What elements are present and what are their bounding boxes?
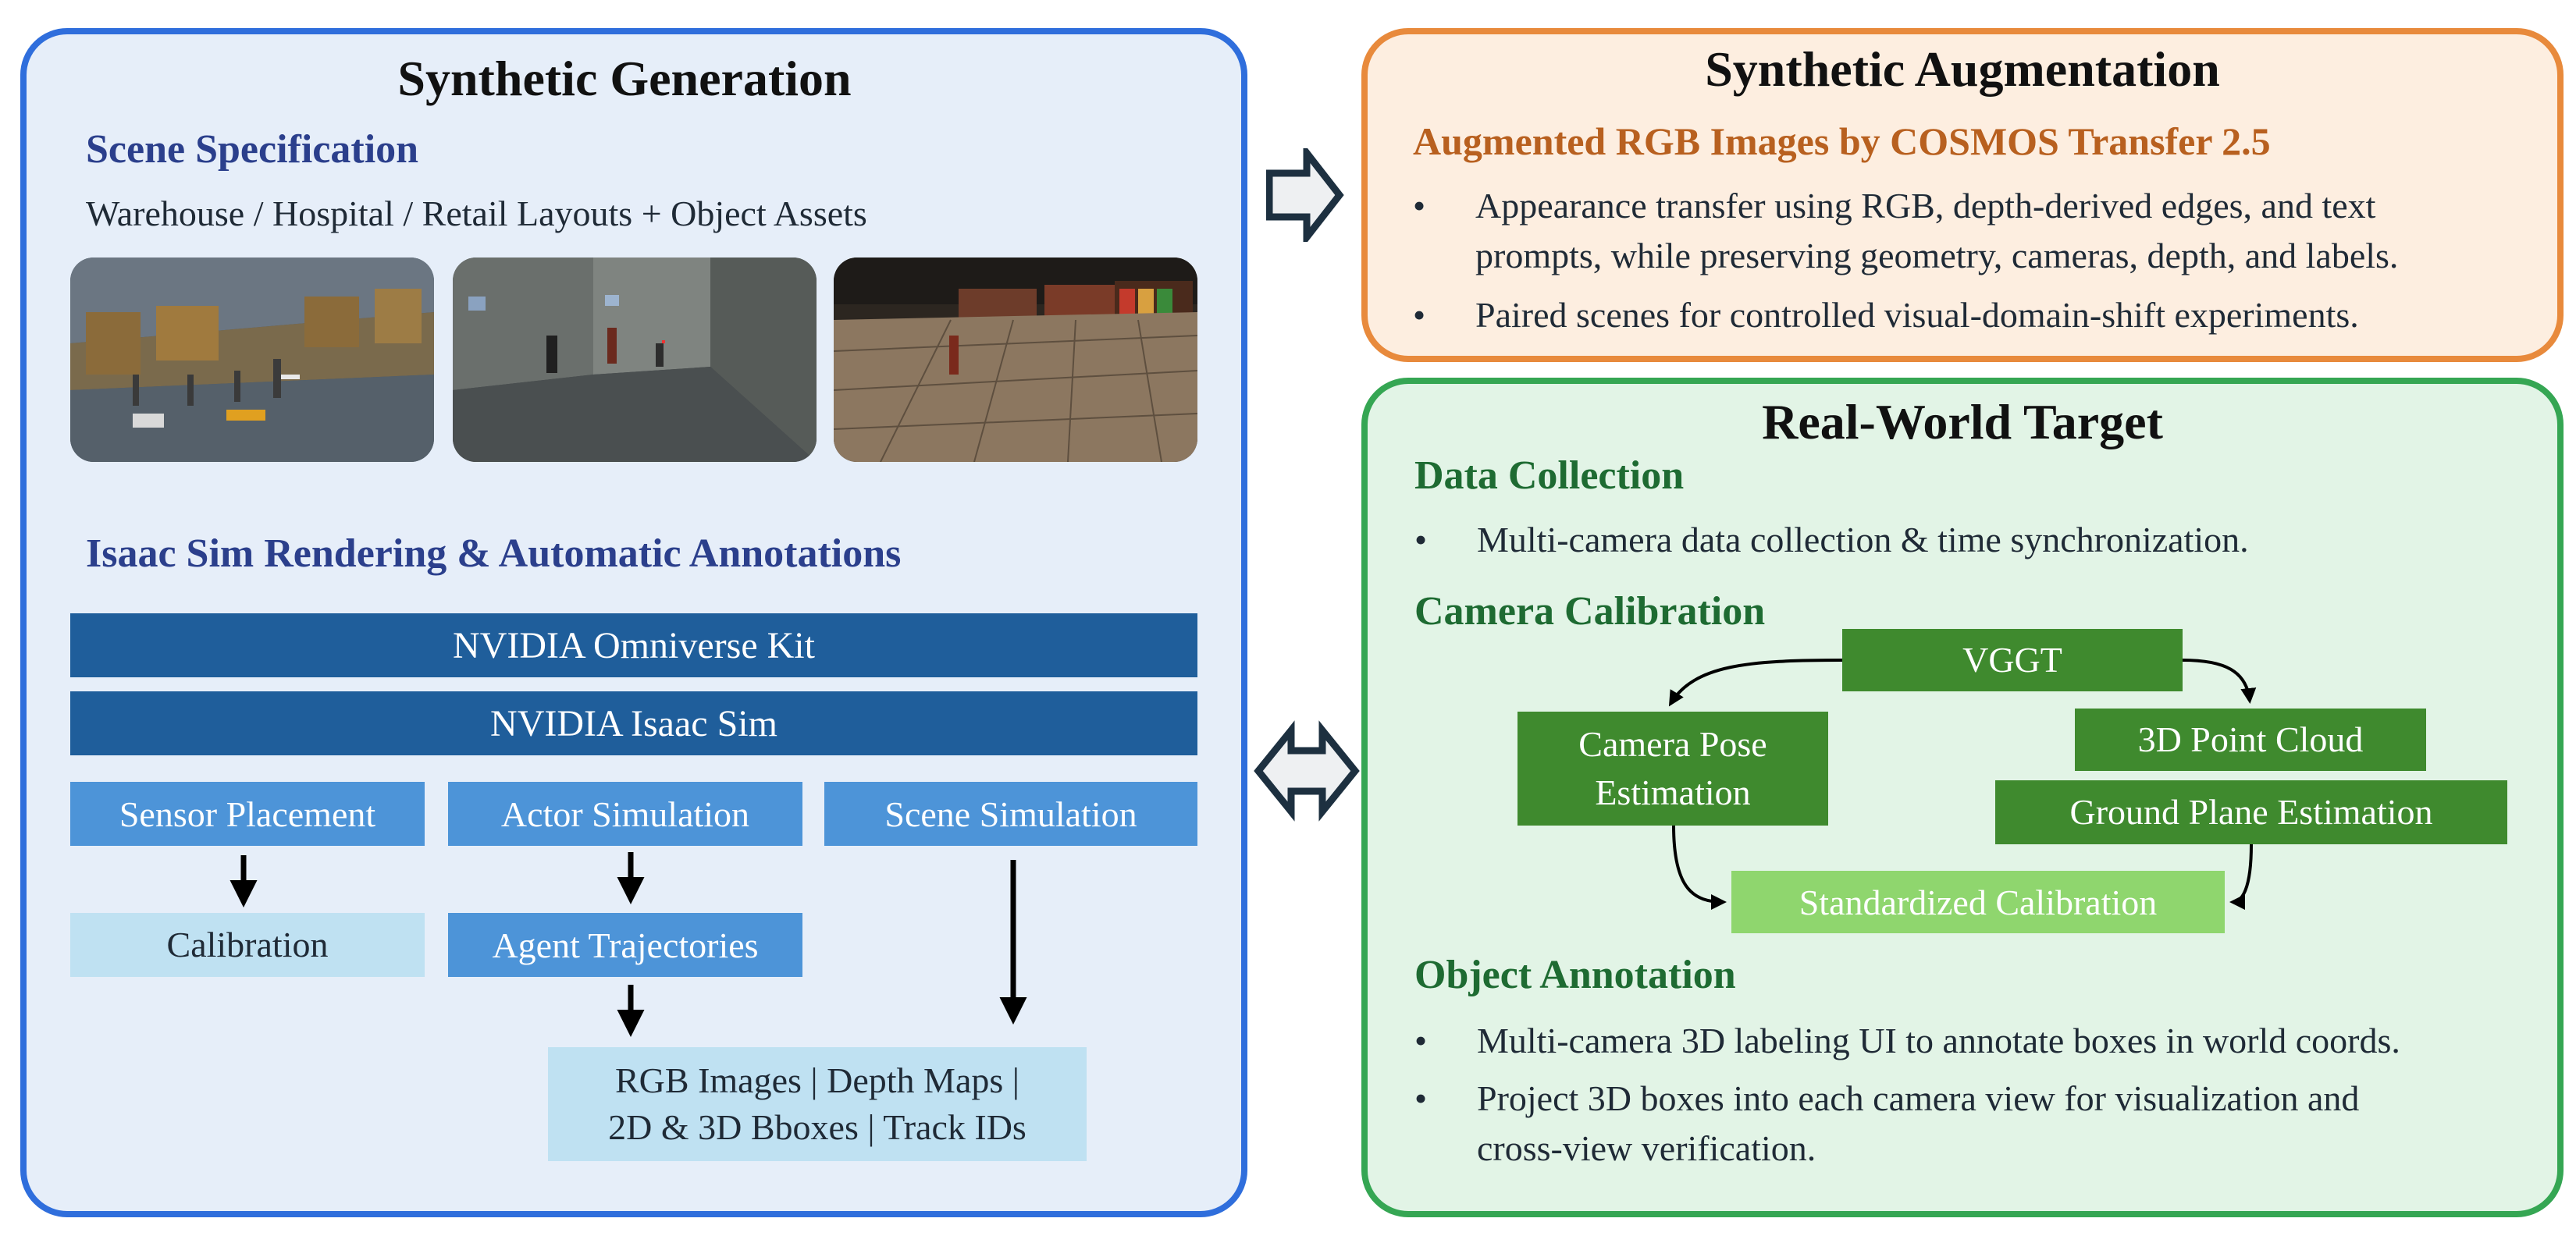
- outputs-line-2: 2D & 3D Bboxes | Track IDs: [608, 1107, 1026, 1147]
- annotation-bullet-2-line-2: cross-view verification.: [1477, 1128, 1816, 1168]
- omniverse-kit-bar: NVIDIA Omniverse Kit: [70, 613, 1197, 677]
- data-collection-heading: Data Collection: [1414, 453, 1685, 498]
- bullet-dot: •: [1414, 1078, 1428, 1118]
- outputs-line-1: RGB Images | Depth Maps |: [615, 1060, 1019, 1100]
- right-block-arrow-icon: [1266, 148, 1344, 242]
- annotation-bullet-2-line-1: Project 3D boxes into each camera view f…: [1477, 1078, 2360, 1118]
- isaac-sim-bar: NVIDIA Isaac Sim: [70, 691, 1197, 755]
- bullet-dot: •: [1413, 186, 1426, 226]
- scene-specification-heading: Scene Specification: [86, 127, 419, 172]
- synthetic-augmentation-title: Synthetic Augmentation: [1705, 41, 2220, 97]
- vggt-box: VGGT: [1842, 629, 2183, 691]
- agent-trajectories-box: Agent Trajectories: [448, 913, 802, 977]
- standardized-calibration-box: Standardized Calibration: [1731, 871, 2225, 933]
- annotation-outputs-box: RGB Images | Depth Maps | 2D & 3D Bboxes…: [548, 1047, 1087, 1161]
- double-headed-arrow-icon: [1254, 720, 1360, 822]
- retail-scene-image: [834, 258, 1197, 462]
- augmentation-bullet-2-line-1: Paired scenes for controlled visual-doma…: [1475, 295, 2359, 335]
- synthetic-generation-title: Synthetic Generation: [397, 51, 852, 106]
- synthetic-augmentation-panel: [1361, 28, 2564, 362]
- real-world-target-title: Real-World Target: [1762, 394, 2163, 449]
- data-collection-bullet-text: Multi-camera data collection & time sync…: [1477, 520, 2249, 559]
- ground-plane-estimation-box: Ground Plane Estimation: [1995, 780, 2507, 844]
- sensor-placement-box: Sensor Placement: [70, 782, 425, 846]
- augmentation-bullet-1-line-2: prompts, while preserving geometry, came…: [1475, 236, 2399, 275]
- hospital-scene-image: [453, 258, 817, 462]
- point-cloud-box: 3D Point Cloud: [2075, 709, 2426, 771]
- object-annotation-heading: Object Annotation: [1414, 953, 1736, 997]
- camera-pose-line-1: Camera Pose: [1578, 724, 1767, 764]
- augmentation-bullet-1-line-1: Appearance transfer using RGB, depth-der…: [1475, 186, 2376, 226]
- actor-simulation-box: Actor Simulation: [448, 782, 802, 846]
- calibration-output-box: Calibration: [70, 913, 425, 977]
- bullet-dot: •: [1414, 520, 1428, 559]
- augmentation-heading: Augmented RGB Images by COSMOS Transfer …: [1413, 119, 2271, 163]
- camera-pose-estimation-box: Camera Pose Estimation: [1517, 712, 1828, 826]
- rendering-heading: Isaac Sim Rendering & Automatic Annotati…: [86, 531, 902, 576]
- bullet-dot: •: [1414, 1021, 1428, 1060]
- warehouse-scene-image: [70, 258, 434, 462]
- scene-specification-subtitle: Warehouse / Hospital / Retail Layouts + …: [86, 194, 867, 233]
- annotation-bullet-1-text: Multi-camera 3D labeling UI to annotate …: [1477, 1021, 2400, 1060]
- bullet-dot: •: [1413, 295, 1426, 335]
- scene-simulation-box: Scene Simulation: [824, 782, 1197, 846]
- camera-pose-line-2: Estimation: [1595, 772, 1751, 812]
- camera-calibration-heading: Camera Calibration: [1414, 589, 1766, 634]
